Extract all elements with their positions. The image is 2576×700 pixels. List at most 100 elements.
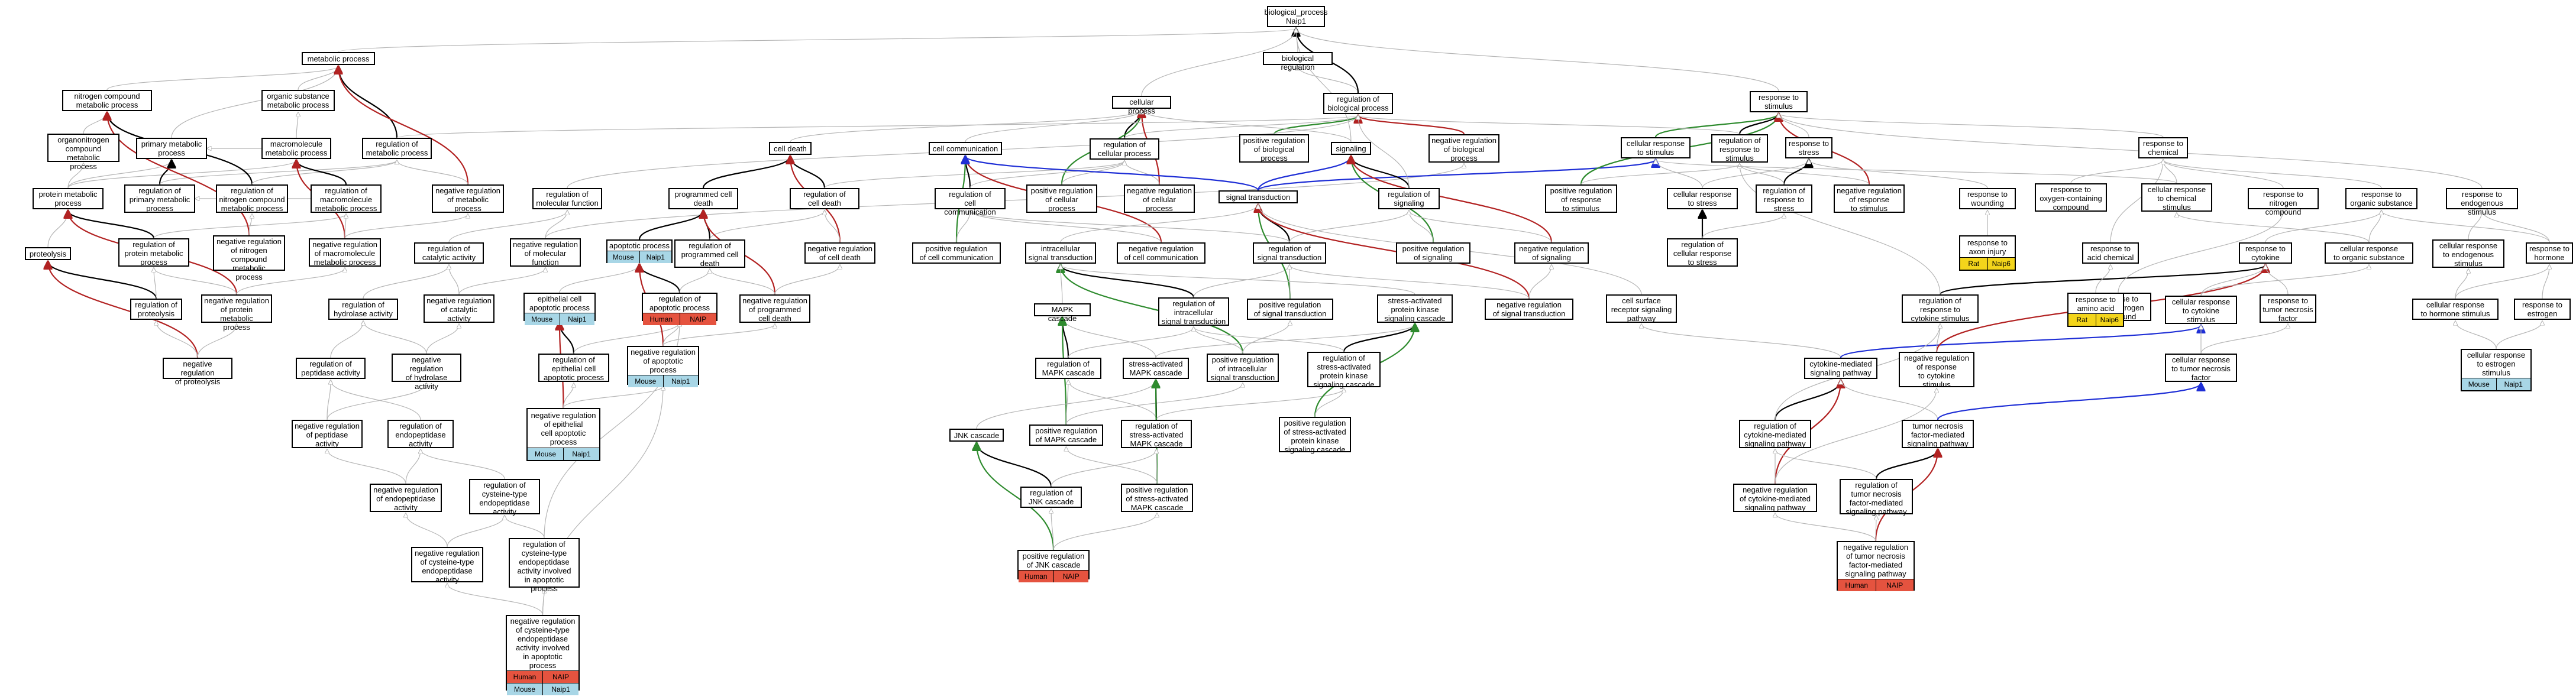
- go-term-regpcd[interactable]: regulation of programmed cell death: [674, 239, 745, 268]
- go-term-regsamapk[interactable]: regulation of stress-activated MAPK casc…: [1121, 420, 1192, 448]
- go-term-pregcellproc[interactable]: positive regulation of cellular process: [1026, 184, 1097, 213]
- go-term-orgnitro[interactable]: organonitrogen compound metabolic proces…: [47, 134, 119, 171]
- go-term-celldeath[interactable]: cell death: [769, 142, 812, 155]
- go-term-nregproteolysis[interactable]: negative regulation of proteolysis: [163, 358, 232, 386]
- go-term-pcd[interactable]: programmed cell death: [668, 188, 738, 209]
- go-term-nitro[interactable]: nitrogen compound metabolic process: [62, 90, 152, 111]
- go-term-regproteolysis[interactable]: regulation of proteolysis: [130, 299, 182, 320]
- go-term-resp[interactable]: response to stimulus: [1750, 91, 1808, 112]
- go-term-resphorm[interactable]: response to hormone: [2526, 242, 2573, 264]
- go-term-respnitro[interactable]: response to nitrogen compound: [2248, 188, 2319, 216]
- go-term-regmetab[interactable]: regulation of metabolic process: [362, 138, 432, 159]
- go-term-regbp[interactable]: regulation of biological process: [1323, 93, 1393, 114]
- go-term-regsapk[interactable]: regulation of stress-activated protein k…: [1307, 352, 1381, 389]
- go-term-respcyto[interactable]: response to cytokine: [2239, 242, 2292, 264]
- go-term-nregpcd[interactable]: negative regulation of programmed cell d…: [739, 294, 810, 323]
- go-term-nregcellcomm[interactable]: negative regulation of cell communicatio…: [1117, 242, 1205, 264]
- go-term-proteolysis[interactable]: proteolysis: [25, 247, 71, 260]
- go-term-regrespstress[interactable]: regulation of response to stress: [1756, 184, 1812, 213]
- go-term-pregbp[interactable]: positive regulation of biological proces…: [1239, 134, 1309, 163]
- go-term-bp[interactable]: biological_process Naip1: [1265, 6, 1327, 27]
- go-term-respoxy[interactable]: response to oxygen-containing compound: [2035, 183, 2107, 212]
- go-term-nregbp[interactable]: negative regulation of biological proces…: [1428, 134, 1499, 163]
- go-term-cellproc[interactable]: cellular process: [1112, 96, 1171, 115]
- go-term-nregtnfsig[interactable]: negative regulation of tumor necrosis fa…: [1837, 541, 1915, 591]
- go-term-pregresp[interactable]: positive regulation of response to stimu…: [1545, 184, 1617, 213]
- go-term-regcellrespstress[interactable]: regulation of cellular response to stres…: [1667, 238, 1738, 267]
- go-term-regmapk[interactable]: regulation of MAPK cascade: [1035, 358, 1101, 379]
- go-term-pregsamapk[interactable]: positive regulation of stress-activated …: [1121, 484, 1193, 512]
- go-term-nregpeptidase[interactable]: negative regulation of peptidase activit…: [292, 420, 363, 448]
- go-term-regepiapop[interactable]: regulation of epithelial cell apoptotic …: [538, 354, 609, 382]
- go-term-regcysapop[interactable]: regulation of cysteine-type endopeptidas…: [509, 538, 580, 593]
- go-term-nregsigtrans[interactable]: negative regulation of signal transducti…: [1485, 299, 1573, 320]
- go-term-regnitro[interactable]: regulation of nitrogen compound metaboli…: [216, 184, 288, 213]
- go-term-cytosig[interactable]: cytokine-mediated signaling pathway: [1804, 358, 1877, 379]
- go-term-orgsub[interactable]: organic substance metabolic process: [261, 90, 335, 111]
- go-term-nreghydrolase[interactable]: negative regulation of hydrolase activit…: [392, 354, 461, 391]
- go-term-resporgsub[interactable]: response to organic substance: [2345, 188, 2417, 209]
- go-term-nregmacro[interactable]: negative regulation of macromolecule met…: [309, 238, 381, 267]
- go-term-regpeptidase[interactable]: regulation of peptidase activity: [296, 358, 366, 379]
- go-term-respendo[interactable]: response to endogenous stimulus: [2446, 188, 2518, 216]
- go-term-cellresp[interactable]: cellular response to stimulus: [1621, 137, 1691, 158]
- go-term-nregsig[interactable]: negative regulation of signaling: [1514, 242, 1589, 264]
- go-term-nregnitro[interactable]: negative regulation of nitrogen compound…: [213, 235, 285, 281]
- go-term-cellresptnf[interactable]: cellular response to tumor necrosis fact…: [2165, 354, 2237, 382]
- go-term-regjnk[interactable]: regulation of JNK cascade: [1020, 487, 1082, 508]
- go-term-regcelldeath[interactable]: regulation of cell death: [790, 188, 859, 209]
- go-term-pregintrasig[interactable]: positive regulation of intracellular sig…: [1207, 354, 1279, 382]
- go-term-nregmolfunc[interactable]: negative regulation of molecular functio…: [510, 238, 581, 267]
- go-term-respestro[interactable]: response to estrogen: [2514, 299, 2571, 320]
- go-term-respstress[interactable]: response to stress: [1785, 137, 1832, 158]
- go-term-breg[interactable]: biological regulation: [1263, 52, 1333, 72]
- go-term-nregcysapop[interactable]: negative regulation of cysteine-type end…: [506, 615, 580, 695]
- go-term-nregapop[interactable]: negative regulation of apoptotic process…: [627, 346, 699, 387]
- go-term-nregresp[interactable]: negative regulation of response to stimu…: [1834, 184, 1905, 213]
- go-term-regresp[interactable]: regulation of response to stimulus: [1711, 134, 1768, 163]
- go-term-nregprotmetab[interactable]: negative regulation of protein metabolic…: [201, 294, 272, 332]
- go-term-nregcytosig[interactable]: negative regulation of cytokine-mediated…: [1733, 484, 1817, 512]
- go-term-regsig[interactable]: regulation of signaling: [1378, 188, 1440, 209]
- go-term-cellcomm[interactable]: cell communication: [929, 142, 1002, 155]
- go-term-cellrespcyto[interactable]: cellular response to cytokine stimulus: [2165, 296, 2237, 324]
- go-term-regprim[interactable]: regulation of primary metabolic process: [124, 184, 195, 213]
- go-term-protmetab[interactable]: protein metabolic process: [33, 188, 104, 209]
- go-term-pregmapk[interactable]: positive regulation of MAPK cascade: [1029, 424, 1103, 446]
- go-term-cellsurf[interactable]: cell surface receptor signaling pathway: [1606, 294, 1677, 323]
- go-term-nregrespcyto[interactable]: negative regulation of response to cytok…: [1899, 352, 1974, 389]
- go-term-pregsigtrans[interactable]: positive regulation of signal transducti…: [1247, 299, 1333, 320]
- go-term-samapk[interactable]: stress-activated MAPK cascade: [1123, 358, 1189, 379]
- go-term-tnfsig[interactable]: tumor necrosis factor-mediated signaling…: [1902, 420, 1974, 448]
- go-term-regmacro[interactable]: regulation of macromolecule metabolic pr…: [311, 184, 382, 213]
- go-term-sigtrans[interactable]: signal transduction: [1218, 190, 1298, 203]
- go-term-metab[interactable]: metabolic process: [302, 52, 375, 65]
- go-term-pregsig[interactable]: positive regulation of signaling: [1396, 242, 1470, 264]
- go-term-regcatalytic[interactable]: regulation of catalytic activity: [414, 242, 484, 264]
- go-term-regcysteine[interactable]: regulation of cysteine-type endopeptidas…: [469, 479, 540, 516]
- go-term-cellresporgsub[interactable]: cellular response to organic substance: [2325, 242, 2413, 264]
- go-term-regcellcomm[interactable]: regulation of cell communication: [935, 188, 1006, 216]
- go-term-regcellproc[interactable]: regulation of cellular process: [1090, 138, 1159, 160]
- go-term-regtnfsig[interactable]: regulation of tumor necrosis factor-medi…: [1840, 479, 1913, 516]
- go-term-resptnf[interactable]: response to tumor necrosis factor: [2260, 294, 2316, 323]
- go-term-respwound[interactable]: response to wounding: [1959, 188, 2016, 209]
- go-term-regintrasig[interactable]: regulation of intracellular signal trans…: [1158, 297, 1229, 326]
- go-term-regcytosig[interactable]: regulation of cytokine-mediated signalin…: [1739, 420, 1811, 448]
- go-term-jnk[interactable]: JNK cascade: [949, 429, 1004, 442]
- go-term-nregcysteine[interactable]: negative regulation of cysteine-type end…: [411, 547, 483, 584]
- go-term-respacid[interactable]: response to acid chemical: [2082, 242, 2139, 264]
- go-term-regmolfunc[interactable]: regulation of molecular function: [532, 188, 602, 209]
- go-term-regprotmetab[interactable]: regulation of protein metabolic process: [118, 238, 189, 267]
- go-term-regendopeptidase[interactable]: regulation of endopeptidase activity: [387, 420, 454, 448]
- go-term-nregmetab[interactable]: negative regulation of metabolic process: [432, 184, 504, 213]
- go-term-nregcellproc[interactable]: negative regulation of cellular process: [1124, 184, 1195, 213]
- go-term-respchem[interactable]: response to chemical: [2138, 137, 2188, 158]
- go-term-sapk[interactable]: stress-activated protein kinase signalin…: [1377, 294, 1453, 323]
- go-term-regsigtrans[interactable]: regulation of signal transduction: [1253, 242, 1326, 264]
